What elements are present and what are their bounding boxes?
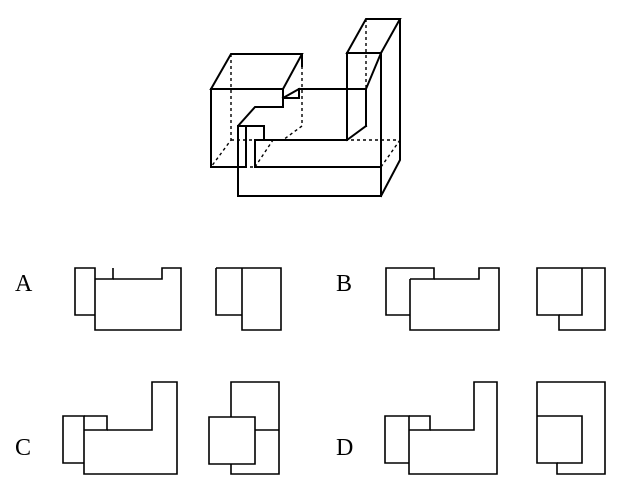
option-b[interactable]: B <box>336 267 606 331</box>
option-a[interactable]: A <box>15 267 282 331</box>
option-c-label: C <box>15 435 31 461</box>
option-c-view-1 <box>62 381 178 475</box>
option-d-label: D <box>336 435 353 461</box>
option-d[interactable]: D <box>336 381 606 475</box>
option-c-view-2 <box>208 381 280 475</box>
solid-hidden-edges <box>210 19 401 168</box>
option-a-label: A <box>15 271 33 297</box>
option-b-view-2 <box>536 267 606 331</box>
three-dimensional-solid <box>209 18 402 198</box>
solid-visible-edges <box>209 18 402 198</box>
option-d-view-2 <box>536 381 606 475</box>
option-b-view-1 <box>385 267 500 331</box>
option-b-label: B <box>336 271 352 297</box>
option-c[interactable]: C <box>15 381 280 475</box>
option-a-view-2 <box>215 267 282 331</box>
option-a-view-1 <box>74 267 182 331</box>
option-d-view-1 <box>384 381 498 475</box>
